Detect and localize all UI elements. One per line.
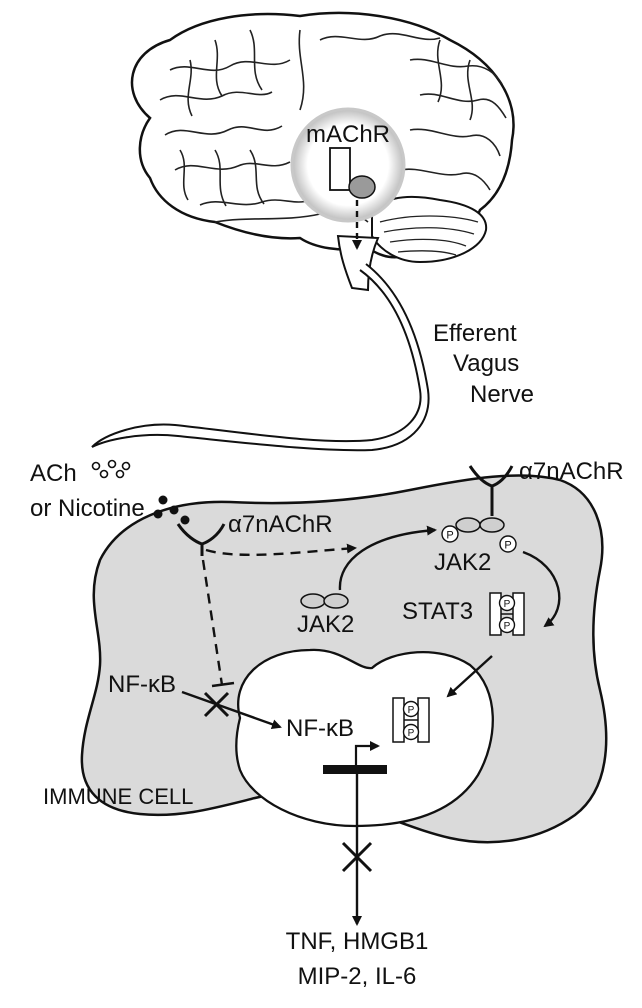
- label-nfkb-cytoplasm: NF-κB: [108, 671, 176, 698]
- ach-circles: [91, 459, 131, 479]
- jak2-active: [455, 517, 505, 533]
- label-immune-cell: IMMUNE CELL: [43, 784, 194, 809]
- stat3-activation-arrow: [522, 550, 561, 628]
- phospho-label: P: [504, 540, 511, 552]
- label-or-nicotine: or Nicotine: [30, 495, 145, 522]
- label-a7nachr-left: α7nAChR: [228, 511, 333, 538]
- cerebellum-folds: [379, 215, 479, 256]
- label-jak2-active: JAK2: [434, 549, 492, 576]
- phospho-label: P: [408, 728, 415, 739]
- jak2-inactive: [300, 593, 349, 609]
- cytokine-block-x: [341, 841, 373, 873]
- label-ach: ACh: [30, 460, 77, 487]
- jak2-phospho-marks: P P: [441, 525, 517, 553]
- label-stat3: STAT3: [402, 598, 474, 625]
- gene-bar: [323, 765, 387, 774]
- phospho-label: P: [446, 530, 453, 542]
- nucleus: [235, 648, 494, 828]
- label-nfkb-nucleus: NF-κB: [286, 715, 354, 742]
- nfkb-block-x: [203, 691, 230, 718]
- stat3-dimer-nuclear: P P: [392, 697, 430, 743]
- inhibition-line: [201, 559, 224, 686]
- label-machr: mAChR: [306, 121, 391, 148]
- label-jak2-inactive: JAK2: [297, 611, 355, 638]
- phospho-label: P: [504, 621, 511, 632]
- stat3-translocation-arrow: [446, 655, 493, 698]
- label-a7nachr-right: α7nAChR: [519, 458, 624, 485]
- nfkb-translocation-arrow: [181, 690, 282, 730]
- machr-receptor-ball: [348, 175, 376, 199]
- phospho-label: P: [408, 705, 415, 716]
- label-outputs-line1: TNF, HMGB1: [285, 928, 429, 955]
- label-vagus: Vagus: [453, 350, 520, 377]
- machr-receptor-body: [329, 147, 351, 191]
- brain: [130, 11, 515, 292]
- brain-gyri: [159, 29, 507, 207]
- jak2-activation-arrow: [338, 525, 437, 591]
- stat3-dimer: P P: [489, 592, 525, 636]
- label-efferent: Efferent: [433, 320, 517, 347]
- label-nerve: Nerve: [470, 381, 535, 408]
- cerebellum: [371, 195, 488, 264]
- vagus-nerve: [91, 263, 430, 452]
- transcription-start-arrow: [354, 741, 380, 765]
- nicotine-dots: [153, 495, 190, 525]
- phospho-label: P: [504, 599, 511, 610]
- label-outputs-line2: MIP-2, IL-6: [297, 963, 417, 990]
